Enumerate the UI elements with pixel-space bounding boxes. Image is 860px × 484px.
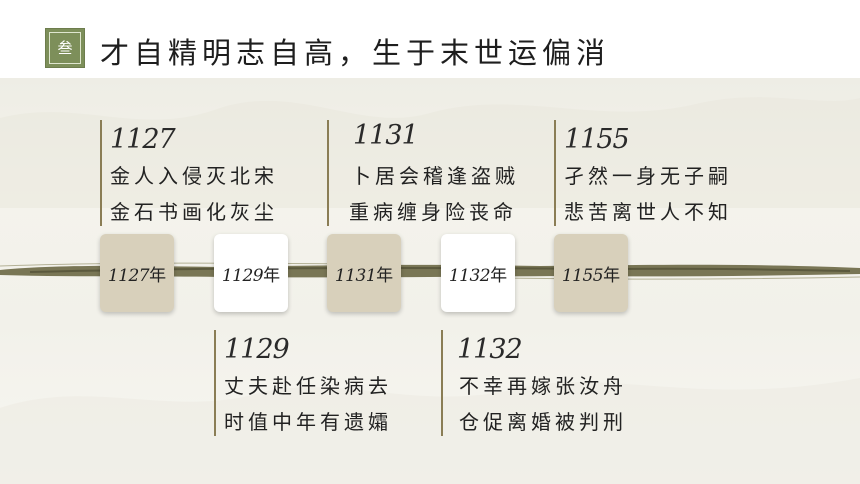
event-line-1: 孑然一身无子嗣 [564,164,732,188]
page-title: 才自精明志自高，生于末世运偏消 [100,36,611,70]
event-line-2: 金石书画化灰尘 [110,200,278,224]
event-year: 1155 [564,124,630,155]
marker-year: 1132 [448,265,491,286]
event-line-2: 重病缠身险丧命 [349,200,517,224]
event-line-1: 金人入侵灭北宋 [110,164,278,188]
event-1132: 1132 不幸再嫁张汝舟 仓促离婚被判刑 [441,330,671,440]
event-1127: 1127 金人入侵灭北宋 金石书画化灰尘 [100,120,320,230]
marker-year-suffix: 年 [490,265,508,286]
year-marker-1131[interactable]: 1131年 [327,234,401,312]
marker-year: 1155 [561,265,604,286]
year-marker-1132[interactable]: 1132年 [441,234,515,312]
event-divider [554,120,556,226]
chapter-seal-icon: 叁 [46,29,84,67]
event-line-1: 丈夫赴任染病去 [224,374,392,398]
event-line-1: 卜居会稽逢盗贼 [351,164,519,188]
event-divider [214,330,216,436]
marker-year-suffix: 年 [603,265,621,286]
event-year: 1127 [110,124,176,155]
event-line-2: 悲苦离世人不知 [564,200,732,224]
year-marker-1129[interactable]: 1129年 [214,234,288,312]
event-year: 1129 [224,334,290,365]
event-line-1: 不幸再嫁张汝舟 [459,374,627,398]
header-bar: 叁 才自精明志自高，生于末世运偏消 [0,0,860,78]
year-marker-1155[interactable]: 1155年 [554,234,628,312]
event-year: 1131 [353,120,419,151]
event-divider [327,120,329,226]
marker-year-suffix: 年 [149,265,167,286]
year-marker-1127[interactable]: 1127年 [100,234,174,312]
marker-year: 1129 [221,265,264,286]
marker-year-suffix: 年 [263,265,281,286]
event-divider [441,330,443,436]
marker-year: 1131 [334,265,377,286]
marker-year: 1127 [107,265,150,286]
event-year: 1132 [457,334,523,365]
event-line-2: 时值中年有遗孀 [224,410,392,434]
marker-year-suffix: 年 [376,265,394,286]
event-line-2: 仓促离婚被判刑 [459,410,627,434]
chapter-seal-char: 叁 [49,32,81,64]
event-1131: 1131 卜居会稽逢盗贼 重病缠身险丧命 [327,120,547,230]
event-1129: 1129 丈夫赴任染病去 时值中年有遗孀 [214,330,434,440]
event-divider [100,120,102,226]
event-1155: 1155 孑然一身无子嗣 悲苦离世人不知 [554,120,784,230]
